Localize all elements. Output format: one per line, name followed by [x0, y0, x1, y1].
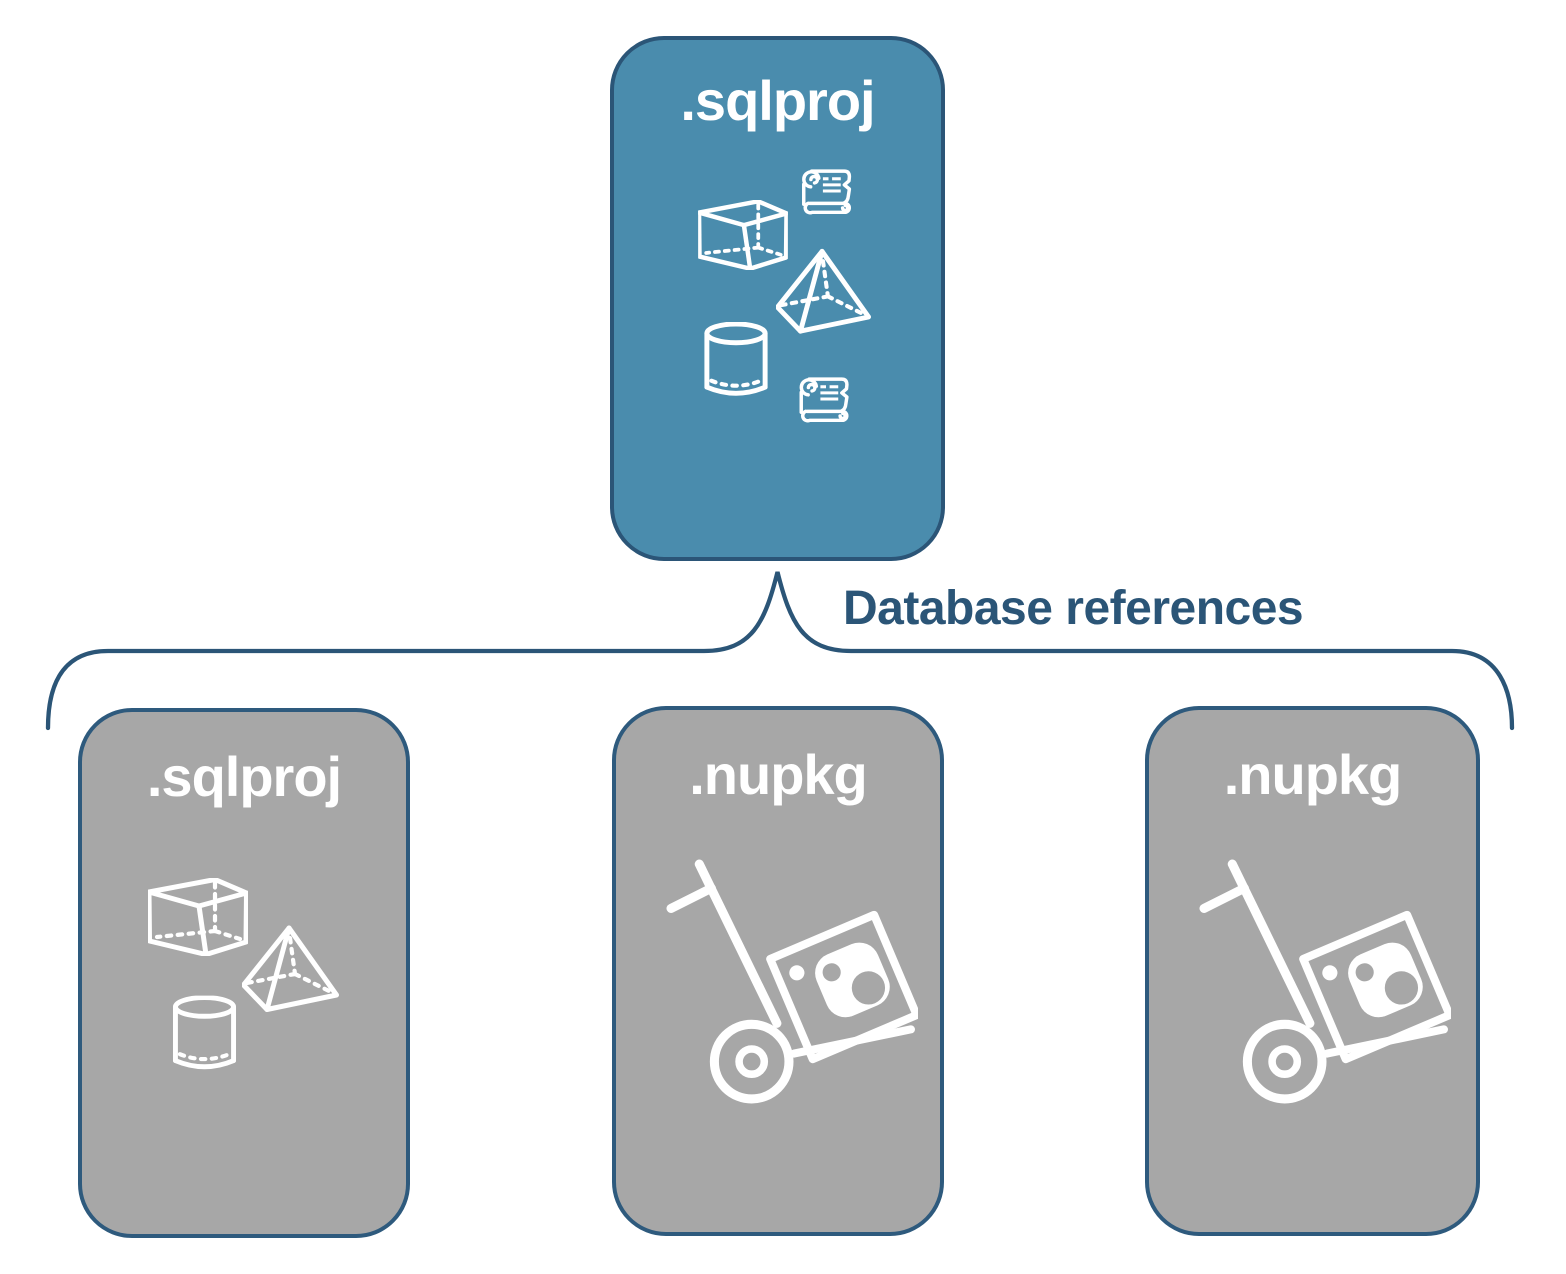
child-card-title: .nupkg: [1223, 743, 1403, 806]
child-card-title: .sqlproj: [146, 745, 342, 808]
cylinder-icon: [702, 322, 770, 399]
cylinder-icon: [172, 995, 237, 1073]
package-dolly-icon: [1199, 858, 1451, 1110]
package-dolly-icon: [666, 858, 918, 1110]
cube-icon: [698, 200, 788, 270]
child-sqlproj-card: .sqlproj: [78, 708, 410, 1238]
cube-icon: [148, 878, 248, 956]
pyramid-icon: [242, 925, 339, 1013]
root-card-title: .sqlproj: [680, 69, 875, 132]
connector-label: Database references: [843, 582, 1304, 635]
root-sqlproj-card: .sqlproj: [610, 36, 945, 561]
child-nupkg-card-2: .nupkg: [1145, 706, 1480, 1236]
scroll-icon: [795, 372, 856, 425]
child-card-title: .nupkg: [689, 743, 868, 806]
child-nupkg-card-1: .nupkg: [612, 706, 944, 1236]
pyramid-icon: [776, 248, 871, 335]
scroll-icon: [798, 164, 858, 217]
